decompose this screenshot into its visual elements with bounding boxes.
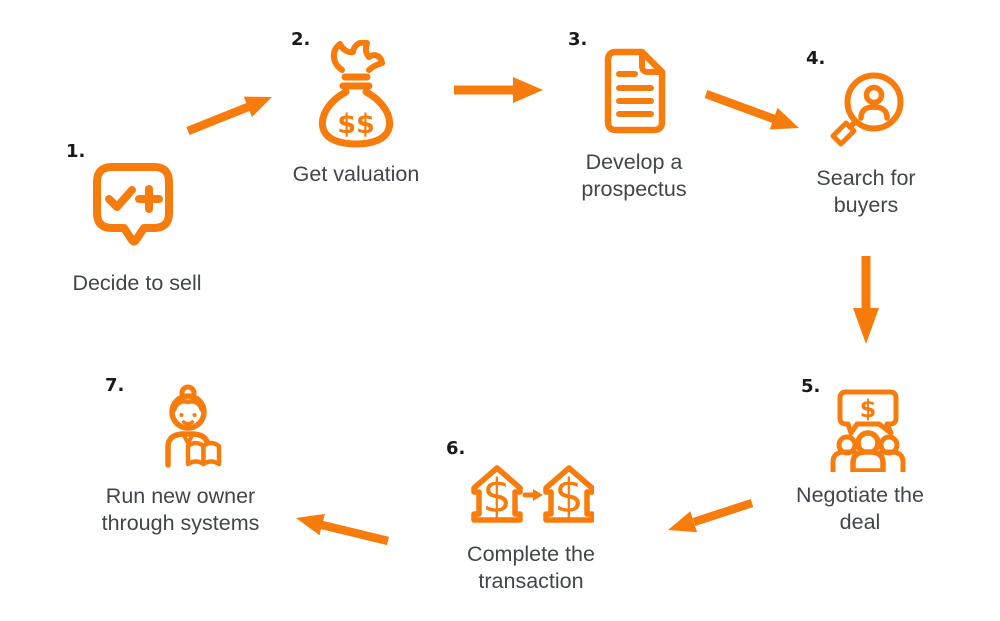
arrow-step3-to-step4	[704, 90, 799, 130]
step-1-number: 1.	[66, 141, 86, 162]
step-7-label: Run new owner through systems	[101, 484, 260, 536]
arrow-step6-to-step7	[296, 513, 390, 546]
people-speech-bubble-icon: $	[830, 389, 906, 472]
document-icon	[604, 48, 666, 134]
step-4-number: 4.	[806, 48, 826, 69]
step-3-number: 3.	[568, 29, 588, 50]
arrow-step2-to-step3	[454, 77, 543, 103]
step-3-label: Develop a prospectus	[581, 150, 687, 202]
money-bag-icon: $$	[318, 40, 394, 148]
speech-bubble-check-plus-icon	[93, 163, 173, 246]
step-2-label: Get valuation	[292, 162, 420, 186]
step-7-number: 7.	[105, 375, 125, 396]
step-5-label: Negotiate the deal	[796, 483, 924, 535]
magnifier-person-icon	[830, 72, 904, 147]
arrow-step5-to-step6	[668, 498, 754, 533]
arrow-step4-to-step5	[853, 256, 879, 344]
person-open-book-icon	[165, 384, 222, 468]
step-5-number: 5.	[801, 376, 821, 397]
building-transfer-icon: $ $	[471, 465, 594, 523]
negotiation-dollar-text: $	[860, 395, 877, 423]
step-1-label: Decide to sell	[72, 271, 202, 295]
bank-right-dollar-text: $	[554, 469, 583, 523]
money-bag-dollar-text: $$	[337, 109, 375, 140]
step-6-number: 6.	[446, 438, 466, 459]
transfer-arrow-head	[533, 489, 543, 501]
step-4-label: Search for buyers	[816, 166, 916, 218]
step-6-label: Complete the transaction	[467, 542, 595, 594]
bank-left-dollar-text: $	[482, 469, 511, 523]
arrow-step1-to-step2	[186, 96, 272, 135]
step-2-number: 2.	[291, 29, 311, 50]
